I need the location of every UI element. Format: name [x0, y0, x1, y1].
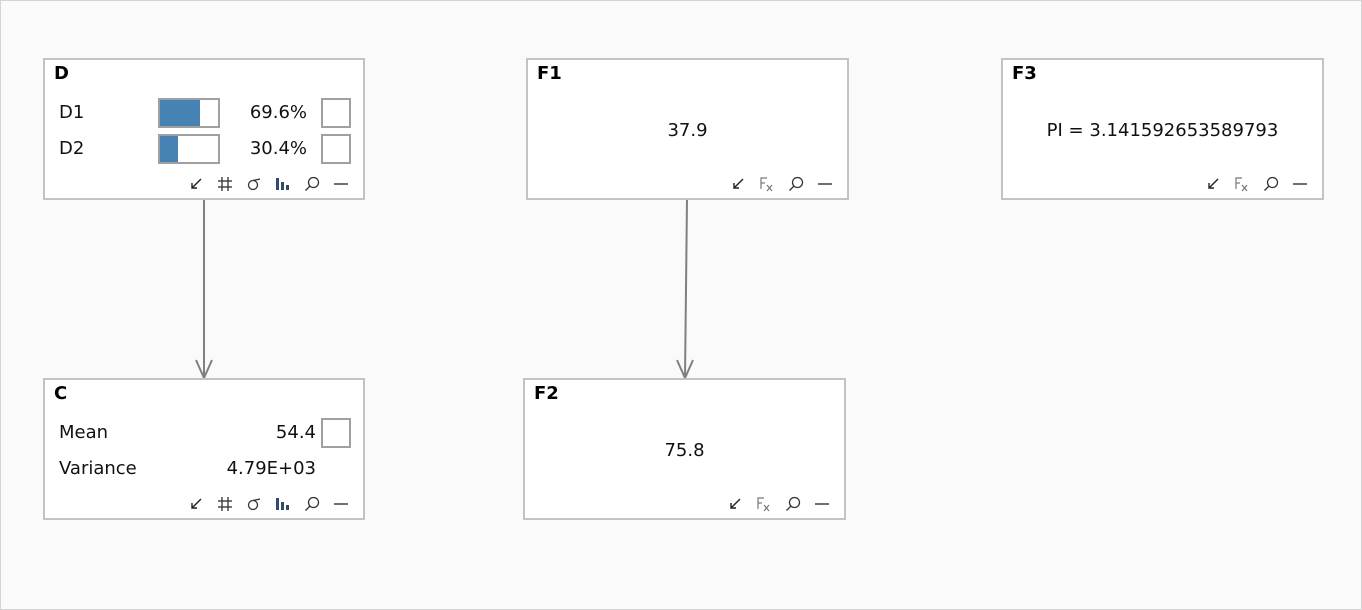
evidence-checkbox-mean[interactable] — [321, 418, 351, 448]
probability-bar-fill — [160, 136, 178, 162]
function-icon[interactable] — [1227, 174, 1256, 194]
node-f1[interactable]: F1 37.9 — [526, 58, 849, 200]
grid-icon[interactable] — [210, 174, 239, 194]
stat-value-variance: 4.79E+03 — [226, 458, 316, 479]
search-icon[interactable] — [778, 494, 807, 514]
minimize-icon[interactable] — [807, 494, 836, 514]
node-title: F3 — [1012, 63, 1037, 84]
stat-label-variance: Variance — [59, 458, 137, 479]
arrow-icon[interactable] — [723, 174, 752, 194]
minimize-icon[interactable] — [810, 174, 839, 194]
sigma-icon[interactable] — [239, 174, 268, 194]
evidence-checkbox-d2[interactable] — [321, 134, 351, 164]
node-toolbar — [723, 174, 839, 194]
minimize-icon[interactable] — [1285, 174, 1314, 194]
function-icon[interactable] — [752, 174, 781, 194]
state-label-d1: D1 — [59, 102, 85, 123]
node-c[interactable]: C Mean 54.4 Variance 4.79E+03 — [43, 378, 365, 520]
search-icon[interactable] — [1256, 174, 1285, 194]
node-title: D — [54, 63, 69, 84]
bar-chart-icon[interactable] — [268, 494, 297, 514]
probability-bar-d1 — [158, 98, 220, 128]
function-value: 75.8 — [664, 440, 705, 461]
minimize-icon[interactable] — [326, 174, 355, 194]
arrow-icon[interactable] — [1198, 174, 1227, 194]
grid-icon[interactable] — [210, 494, 239, 514]
node-title: C — [54, 383, 68, 404]
function-icon[interactable] — [749, 494, 778, 514]
probability-bar-fill — [160, 100, 201, 126]
node-f3[interactable]: F3 PI = 3.141592653589793 — [1001, 58, 1324, 200]
arrow-icon[interactable] — [181, 174, 210, 194]
search-icon[interactable] — [781, 174, 810, 194]
bar-chart-icon[interactable] — [268, 174, 297, 194]
stat-value-mean: 54.4 — [275, 422, 316, 443]
stat-label-mean: Mean — [59, 422, 109, 443]
probability-value-d1: 69.6% — [249, 102, 307, 123]
search-icon[interactable] — [297, 494, 326, 514]
probability-value-d2: 30.4% — [249, 138, 307, 159]
function-value: PI = 3.141592653589793 — [1046, 120, 1279, 141]
arrow-icon[interactable] — [181, 494, 210, 514]
probability-bar-d2 — [158, 134, 220, 164]
minimize-icon[interactable] — [326, 494, 355, 514]
node-toolbar — [181, 174, 355, 194]
evidence-checkbox-d1[interactable] — [321, 98, 351, 128]
function-value: 37.9 — [667, 120, 708, 141]
node-f2[interactable]: F2 75.8 — [523, 378, 846, 520]
node-toolbar — [1198, 174, 1314, 194]
search-icon[interactable] — [297, 174, 326, 194]
sigma-icon[interactable] — [239, 494, 268, 514]
node-toolbar — [181, 494, 355, 514]
node-d[interactable]: D D1 69.6% D2 30.4% — [43, 58, 365, 200]
node-toolbar — [720, 494, 836, 514]
node-title: F2 — [534, 383, 559, 404]
state-label-d2: D2 — [59, 138, 85, 159]
arrow-icon[interactable] — [720, 494, 749, 514]
node-title: F1 — [537, 63, 562, 84]
